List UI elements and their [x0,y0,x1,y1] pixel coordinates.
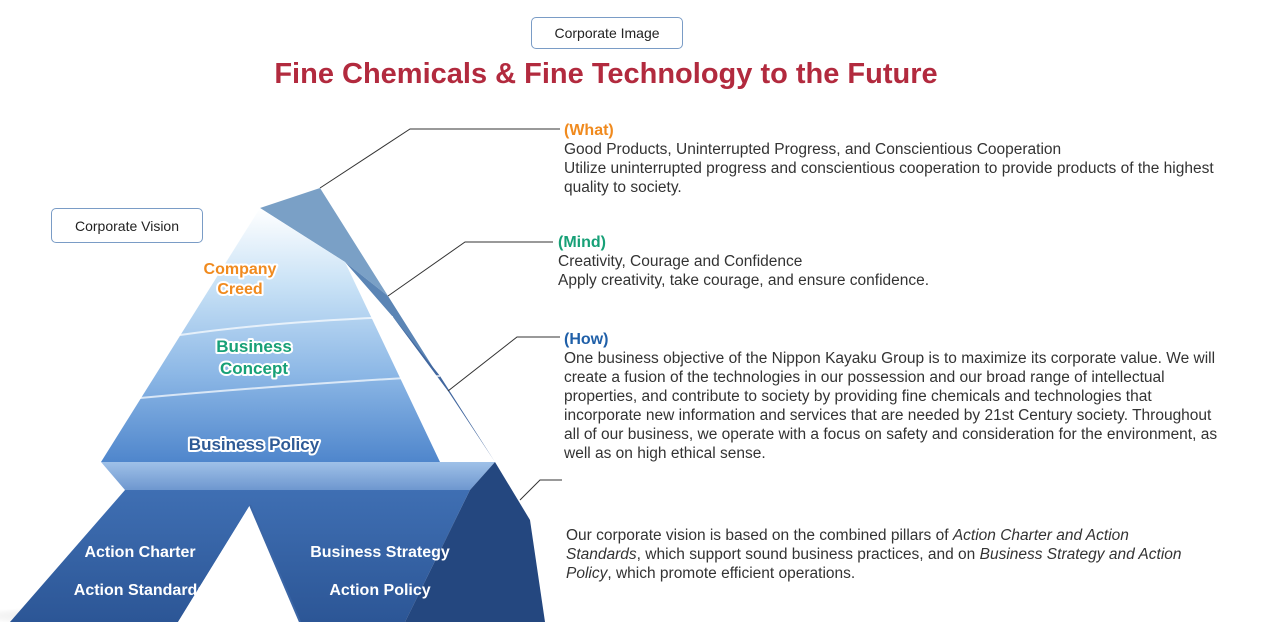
level-separator-1 [179,316,394,336]
page-title: Fine Chemicals & Fine Technology to the … [274,58,938,90]
vision-text-a: Our corporate vision is based on the com… [566,527,953,544]
vision-text: Our corporate vision is based on the com… [566,526,1186,583]
mind-description: (Mind) Creativity, Courage and Confidenc… [558,233,1218,290]
connector-how [447,336,560,392]
company-creed-label-2: Creed [217,281,262,298]
vision-description: Our corporate vision is based on the com… [566,526,1186,583]
corporate-vision-tag: Corporate Vision [51,208,203,243]
base-front [10,490,470,622]
level-separator-2 [139,375,441,399]
how-text: One business objective of the Nippon Kay… [564,350,1218,462]
action-standards-label: Action Standards [74,582,207,599]
action-policy-label: Action Policy [329,582,430,599]
creed-side-face [260,188,388,296]
what-heading: (What) [564,122,614,139]
how-description: (How) One business objective of the Nipp… [564,330,1224,463]
company-creed-label-1: Company [204,261,277,278]
connector-mind [387,241,553,297]
mind-heading: (Mind) [558,234,606,251]
arch-edge [249,504,301,622]
connector-vision [519,479,562,501]
what-description: (What) Good Products, Uninterrupted Prog… [564,121,1224,197]
vision-em-b: Business Strategy and Action Policy [566,546,1182,582]
corporate-image-tag: Corporate Image [531,17,683,49]
pyramid-front-face [101,208,440,462]
business-concept-label-1: Business [216,337,292,356]
vision-text-c: , which promote efficient operations. [607,565,856,582]
vision-em-a: Action Charter and Action Standards [566,527,1129,563]
base-arch [178,505,300,622]
vision-text-b: , which support sound business practices… [636,546,980,563]
business-concept-label-2: Concept [220,359,288,378]
corporate-image-label: Corporate Image [554,25,660,41]
business-strategy-label: Business Strategy [310,544,450,561]
base-top-slab [101,462,495,490]
how-heading: (How) [564,331,609,348]
corporate-vision-label: Corporate Vision [74,217,180,234]
mind-line-1: Creativity, Courage and Confidence [558,253,803,270]
action-charter-label: Action Charter [84,544,195,561]
base-right-side [405,462,545,622]
connector-what [319,128,560,189]
what-line-1: Good Products, Uninterrupted Progress, a… [564,141,1062,158]
business-policy-label: Business Policy [189,435,320,454]
what-line-2: Utilize uninterrupted progress and consc… [564,160,1214,196]
mind-line-2: Apply creativity, take courage, and ensu… [558,272,930,289]
